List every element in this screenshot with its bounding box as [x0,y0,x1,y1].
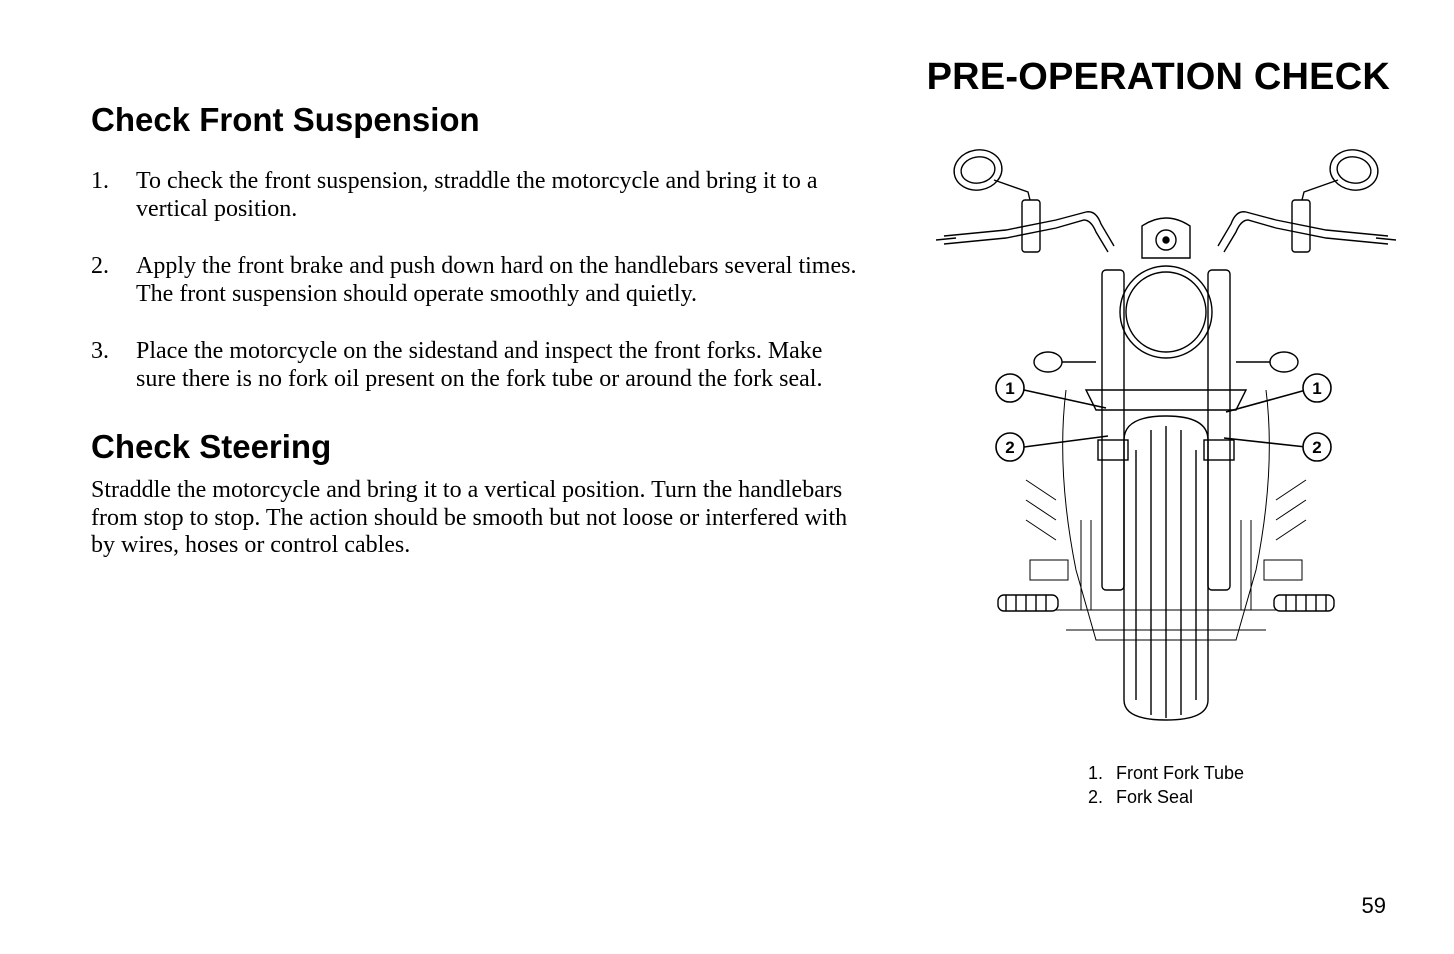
step-item: 1. To check the front suspension, stradd… [91,168,861,223]
legend-label: Front Fork Tube [1116,763,1245,783]
callout-number: 1 [1312,379,1321,398]
callout-number: 2 [1312,438,1321,457]
step-number: 1. [91,168,109,194]
step-text: Apply the front brake and push down hard… [136,253,857,307]
main-content: Check Front Suspension 1. To check the f… [91,96,861,560]
front-wheel-icon [1123,415,1209,721]
step-text: To check the front suspension, straddle … [136,168,818,222]
callout-1-left: 1 [995,373,1025,403]
legend-number: 2. [1088,787,1104,807]
step-text: Place the motorcycle on the sidestand an… [136,338,823,392]
step-number: 2. [91,253,109,279]
step-item: 3. Place the motorcycle on the sidestand… [91,338,861,393]
callout-leaders [1023,389,1307,448]
legend-number: 1. [1088,763,1104,783]
footpeg-icon [997,594,1335,612]
callout-number: 2 [1005,438,1014,457]
legend-item: 1. Front Fork Tube [1088,761,1244,785]
front-suspension-heading: Check Front Suspension [91,101,480,138]
right-mirror-icon [1301,149,1379,201]
callout-number: 1 [1005,379,1014,398]
figure-legend: 1. Front Fork Tube 2. Fork Seal [1088,761,1244,809]
headlight-icon [1119,217,1213,359]
page-number: 59 [1361,893,1386,918]
callout-2-left: 2 [995,432,1025,462]
step-number: 3. [91,338,109,364]
motorcycle-front-view-figure: 1 2 1 2 [936,140,1396,725]
motorcycle-front-illustration: 1 2 1 2 [936,149,1396,721]
front-suspension-steps: 1. To check the front suspension, stradd… [91,168,861,393]
legend-label: Fork Seal [1116,787,1194,807]
left-mirror-icon [953,149,1031,201]
turn-signal-icon [1033,351,1299,373]
step-item: 2. Apply the front brake and push down h… [91,253,861,308]
steering-paragraph: Straddle the motorcycle and bring it to … [91,477,848,558]
steering-heading: Check Steering [91,428,332,465]
legend-item: 2. Fork Seal [1088,785,1244,809]
handlebar-icon [936,199,1396,253]
running-header-title: PRE-OPERATION CHECK [926,56,1390,98]
callout-1-right: 1 [1302,373,1332,403]
callout-2-right: 2 [1302,432,1332,462]
fork-tube-icon [1084,269,1248,591]
